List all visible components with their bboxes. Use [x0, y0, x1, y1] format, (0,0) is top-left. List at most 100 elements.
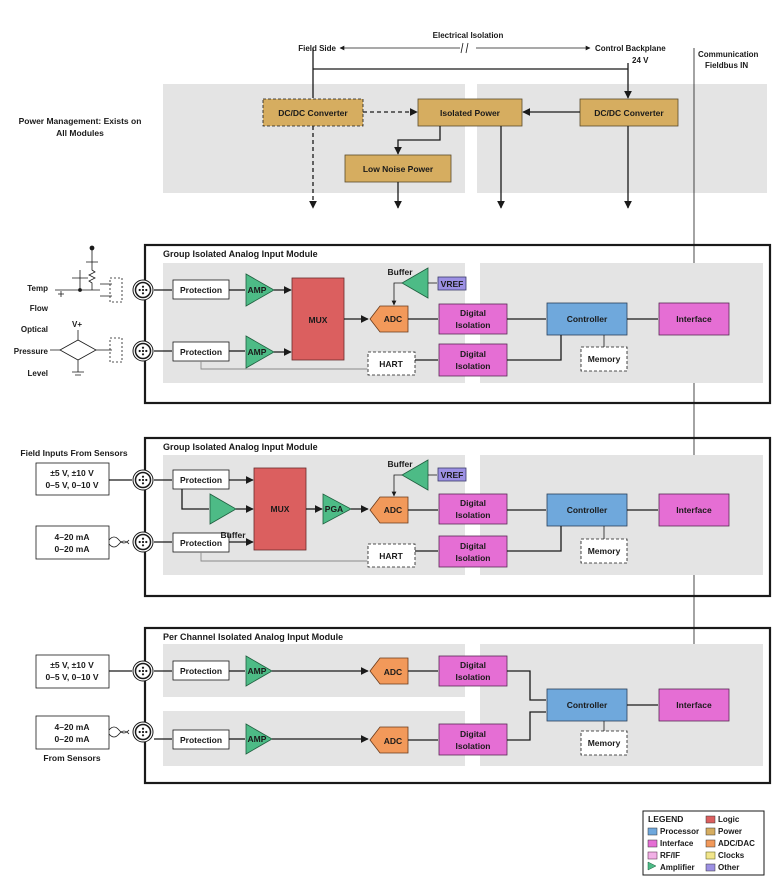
interface: Interface — [676, 505, 712, 515]
connector-icon — [132, 531, 154, 553]
dcdc-converter-left: DC/DC Converter — [278, 108, 348, 118]
protection-1: Protection — [180, 285, 222, 295]
legend-other: Other — [718, 863, 739, 872]
digital-isolation-1: Digital — [460, 660, 486, 670]
current-input-label: 4–20 mA — [55, 532, 90, 542]
sensor-pressure: Pressure — [14, 347, 49, 356]
legend-power: Power — [718, 827, 742, 836]
controller: Controller — [567, 314, 608, 324]
twisted-pair-icon — [108, 726, 130, 738]
module-1-title: Group Isolated Analog Input Module — [163, 249, 318, 259]
memory: Memory — [588, 546, 621, 556]
voltage-input-label: ±5 V, ±10 V — [50, 660, 94, 670]
mux: MUX — [271, 504, 290, 514]
legend-logic: Logic — [718, 815, 740, 824]
temp-sensor-circuit-icon — [55, 245, 123, 303]
protection-2: Protection — [180, 538, 222, 548]
protection-2: Protection — [180, 735, 222, 745]
legend-title: LEGEND — [648, 814, 683, 824]
field-side-label: Field Side — [298, 44, 336, 53]
vplus-label: V+ — [72, 320, 82, 329]
svg-text:Isolation: Isolation — [456, 320, 491, 330]
dcdc-converter-right: DC/DC Converter — [594, 108, 664, 118]
sensor-level: Level — [28, 369, 48, 378]
sensor-temp: Temp — [27, 284, 48, 293]
power-management-label-line2: All Modules — [56, 128, 104, 138]
connector-icon — [132, 340, 154, 362]
legend-clocks: Clocks — [718, 851, 745, 860]
amp-2: AMP — [248, 347, 267, 357]
memory: Memory — [588, 354, 621, 364]
svg-text:0–20 mA: 0–20 mA — [55, 544, 90, 554]
svg-text:0–20 mA: 0–20 mA — [55, 734, 90, 744]
isolated-power: Isolated Power — [440, 108, 501, 118]
svg-text:Isolation: Isolation — [456, 672, 491, 682]
twisted-pair-icon — [108, 536, 130, 548]
from-sensors-label: From Sensors — [43, 753, 100, 763]
protection-1: Protection — [180, 666, 222, 676]
adc-2: ADC — [384, 736, 402, 746]
hart: HART — [379, 359, 403, 369]
svg-text:Isolation: Isolation — [456, 741, 491, 751]
digital-isolation-1: Digital — [460, 308, 486, 318]
current-input-label: 4–20 mA — [55, 722, 90, 732]
svg-text:0–5 V, 0–10 V: 0–5 V, 0–10 V — [45, 672, 98, 682]
control-backplane-label: Control Backplane — [595, 44, 666, 53]
vref: VREF — [441, 279, 464, 289]
digital-isolation-2: Digital — [460, 541, 486, 551]
connector-icon — [132, 469, 154, 491]
power-section: Power Management: Exists on All Modules … — [19, 48, 767, 209]
module-3-title: Per Channel Isolated Analog Input Module — [163, 632, 343, 642]
power-management-label: Power Management: Exists on — [19, 116, 142, 126]
electrical-isolation-label: Electrical Isolation — [433, 31, 504, 40]
pga: PGA — [325, 504, 343, 514]
voltage-input-label: ±5 V, ±10 V — [50, 468, 94, 478]
sensor-flow: Flow — [30, 304, 49, 313]
vref: VREF — [441, 470, 464, 480]
mux: MUX — [309, 315, 328, 325]
fieldbus-in-label: Fieldbus IN — [705, 61, 748, 70]
hart: HART — [379, 551, 403, 561]
module-2: Group Isolated Analog Input Module Field… — [20, 436, 772, 598]
module-1: Group Isolated Analog Input Module Temp … — [14, 243, 772, 405]
protection-1: Protection — [180, 475, 222, 485]
adc: ADC — [384, 505, 402, 515]
digital-isolation-2: Digital — [460, 729, 486, 739]
module-2-title: Group Isolated Analog Input Module — [163, 442, 318, 452]
communication-label: Communication — [698, 50, 759, 59]
legend-interface: Interface — [660, 839, 694, 848]
adc: ADC — [384, 314, 402, 324]
amp-1: AMP — [248, 666, 267, 676]
controller: Controller — [567, 505, 608, 515]
sensor-optical: Optical — [21, 325, 48, 334]
low-noise-power: Low Noise Power — [363, 164, 434, 174]
legend-adcdac: ADC/DAC — [718, 839, 755, 848]
interface: Interface — [676, 700, 712, 710]
legend: LEGEND Processor Interface RF/IF Amplifi… — [642, 810, 765, 876]
legend-rfif: RF/IF — [660, 851, 680, 860]
digital-isolation-2: Digital — [460, 349, 486, 359]
memory: Memory — [588, 738, 621, 748]
protection-2: Protection — [180, 347, 222, 357]
legend-amplifier: Amplifier — [660, 863, 695, 872]
svg-text:Isolation: Isolation — [456, 510, 491, 520]
buffer: Buffer — [387, 459, 413, 469]
controller: Controller — [567, 700, 608, 710]
svg-text:Isolation: Isolation — [456, 361, 491, 371]
pressure-bridge-circuit-icon — [50, 330, 123, 376]
legend-processor: Processor — [660, 827, 699, 836]
amp-1: AMP — [248, 285, 267, 295]
interface: Interface — [676, 314, 712, 324]
field-inputs-label: Field Inputs From Sensors — [20, 448, 127, 458]
buffer-low: Buffer — [220, 530, 246, 540]
svg-text:Isolation: Isolation — [456, 553, 491, 563]
digital-isolation-1: Digital — [460, 498, 486, 508]
buffer: Buffer — [387, 267, 413, 277]
module-3: Per Channel Isolated Analog Input Module… — [35, 626, 772, 785]
svg-text:0–5 V, 0–10 V: 0–5 V, 0–10 V — [45, 480, 98, 490]
adc-1: ADC — [384, 667, 402, 677]
isolation-header: Electrical Isolation Field Side Control … — [298, 31, 758, 70]
amp-2: AMP — [248, 734, 267, 744]
connector-icon — [132, 721, 154, 743]
